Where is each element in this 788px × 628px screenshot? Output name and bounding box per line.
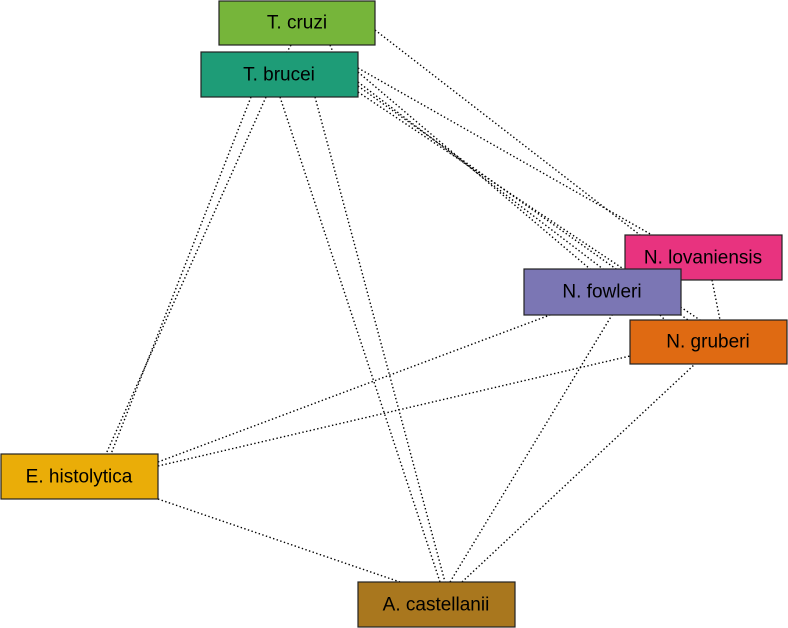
node-a-castellanii-label: A. castellanii: [383, 595, 490, 616]
edge-n-fowleri-n-gruberi: [659, 314, 666, 321]
node-n-fowleri: N. fowleri: [523, 268, 682, 316]
edge-n-lovaniensis-n-gruberi: [711, 279, 721, 321]
edge-e-histolytica-n-fowleri: [157, 314, 551, 463]
edge-t-brucei-n-lovaniensis: [357, 67, 653, 236]
node-e-histolytica: E. histolytica: [0, 453, 159, 500]
node-t-cruzi: T. cruzi: [218, 0, 376, 46]
edge-e-histolytica-a-castellanii: [157, 498, 401, 583]
edge-t-cruzi-e-histolytica: [110, 96, 252, 455]
edge-a-castellanii-n-gruberi: [461, 363, 696, 583]
edge-t-brucei-a-castellanii: [314, 96, 446, 583]
node-n-fowleri-label: N. fowleri: [562, 282, 641, 303]
edge-t-cruzi-a-castellanii: [279, 96, 441, 583]
node-n-gruberi-label: N. gruberi: [666, 332, 749, 353]
edge-t-brucei-n-gruberi: [357, 85, 689, 321]
node-n-lovaniensis-label: N. lovaniensis: [644, 248, 762, 269]
edge-e-histolytica-n-gruberi: [157, 355, 631, 467]
node-t-brucei: T. brucei: [200, 51, 359, 98]
node-e-histolytica-label: E. histolytica: [26, 467, 133, 488]
node-t-brucei-box: [200, 51, 359, 98]
edge-t-cruzi-t-brucei: [286, 44, 292, 53]
node-a-castellanii-box: [357, 581, 516, 628]
edge-t-cruzi-n-lovaniensis: [374, 29, 641, 236]
edge-t-brucei-e-histolytica: [105, 96, 267, 455]
edge-a-castellanii-n-fowleri: [449, 314, 613, 583]
node-n-fowleri-box: [523, 268, 682, 316]
node-e-histolytica-box: [0, 453, 159, 500]
edge-t-cruzi-n-fowleri: [357, 71, 591, 270]
node-n-gruberi: N. gruberi: [629, 319, 788, 365]
node-a-castellanii: A. castellanii: [357, 581, 516, 628]
node-t-cruzi-label: T. cruzi: [267, 13, 327, 34]
node-n-gruberi-box: [629, 319, 788, 365]
node-t-cruzi-box: [218, 0, 376, 46]
node-t-brucei-label: T. brucei: [243, 65, 315, 86]
edge-t-cruzi-t-brucei-secondary: [329, 44, 334, 53]
